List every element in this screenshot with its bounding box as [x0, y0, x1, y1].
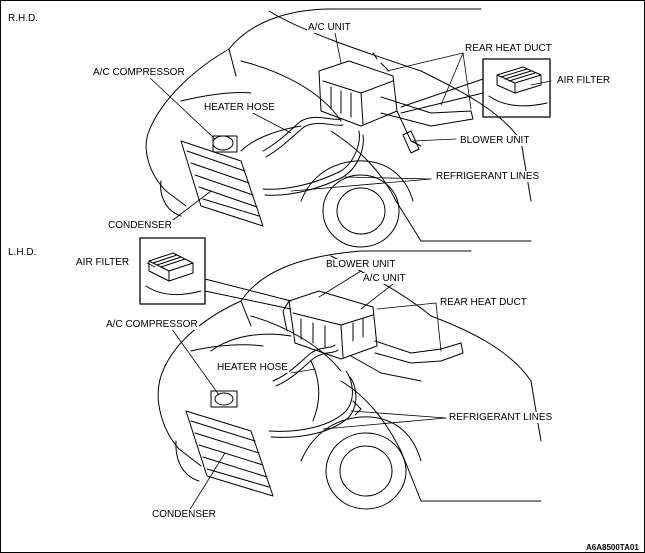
rhd-air-filter-inset: [482, 58, 551, 118]
lhd-section-title: L.H.D.: [7, 247, 38, 258]
rhd-air-filter-label: AIR FILTER: [556, 75, 612, 86]
rhd-refrigerant-lines-label: REFRIGERANT LINES: [435, 171, 541, 182]
lhd-heater-hose-label: HEATER HOSE: [216, 362, 289, 373]
leader-lines: [146, 32, 552, 512]
lhd-ac-unit-label: A/C UNIT: [362, 273, 407, 284]
lhd-rear-heat-duct-label: REAR HEAT DUCT: [439, 297, 528, 308]
rhd-condenser-label: CONDENSER: [107, 220, 173, 231]
rhd-heater-hose-label: HEATER HOSE: [203, 102, 276, 113]
rhd-ac-unit-label: A/C UNIT: [307, 22, 352, 33]
rhd-blower-unit-label: BLOWER UNIT: [459, 135, 531, 146]
lhd-blower-unit-label: BLOWER UNIT: [325, 259, 397, 270]
lhd-air-filter-label: AIR FILTER: [75, 257, 131, 268]
figure-code: A6A8500TA01: [586, 543, 639, 552]
rhd-rear-heat-duct-label: REAR HEAT DUCT: [464, 43, 553, 54]
rhd-ac-compressor-label: A/C COMPRESSOR: [92, 67, 186, 78]
lhd-condenser-label: CONDENSER: [151, 509, 217, 520]
lhd-ac-compressor-label: A/C COMPRESSOR: [105, 319, 199, 330]
lhd-refrigerant-lines-label: REFRIGERANT LINES: [448, 412, 554, 423]
rhd-section-title: R.H.D.: [7, 13, 39, 24]
lhd-air-filter-inset: [139, 237, 206, 305]
lhd-vehicle-drawing: [157, 250, 542, 510]
